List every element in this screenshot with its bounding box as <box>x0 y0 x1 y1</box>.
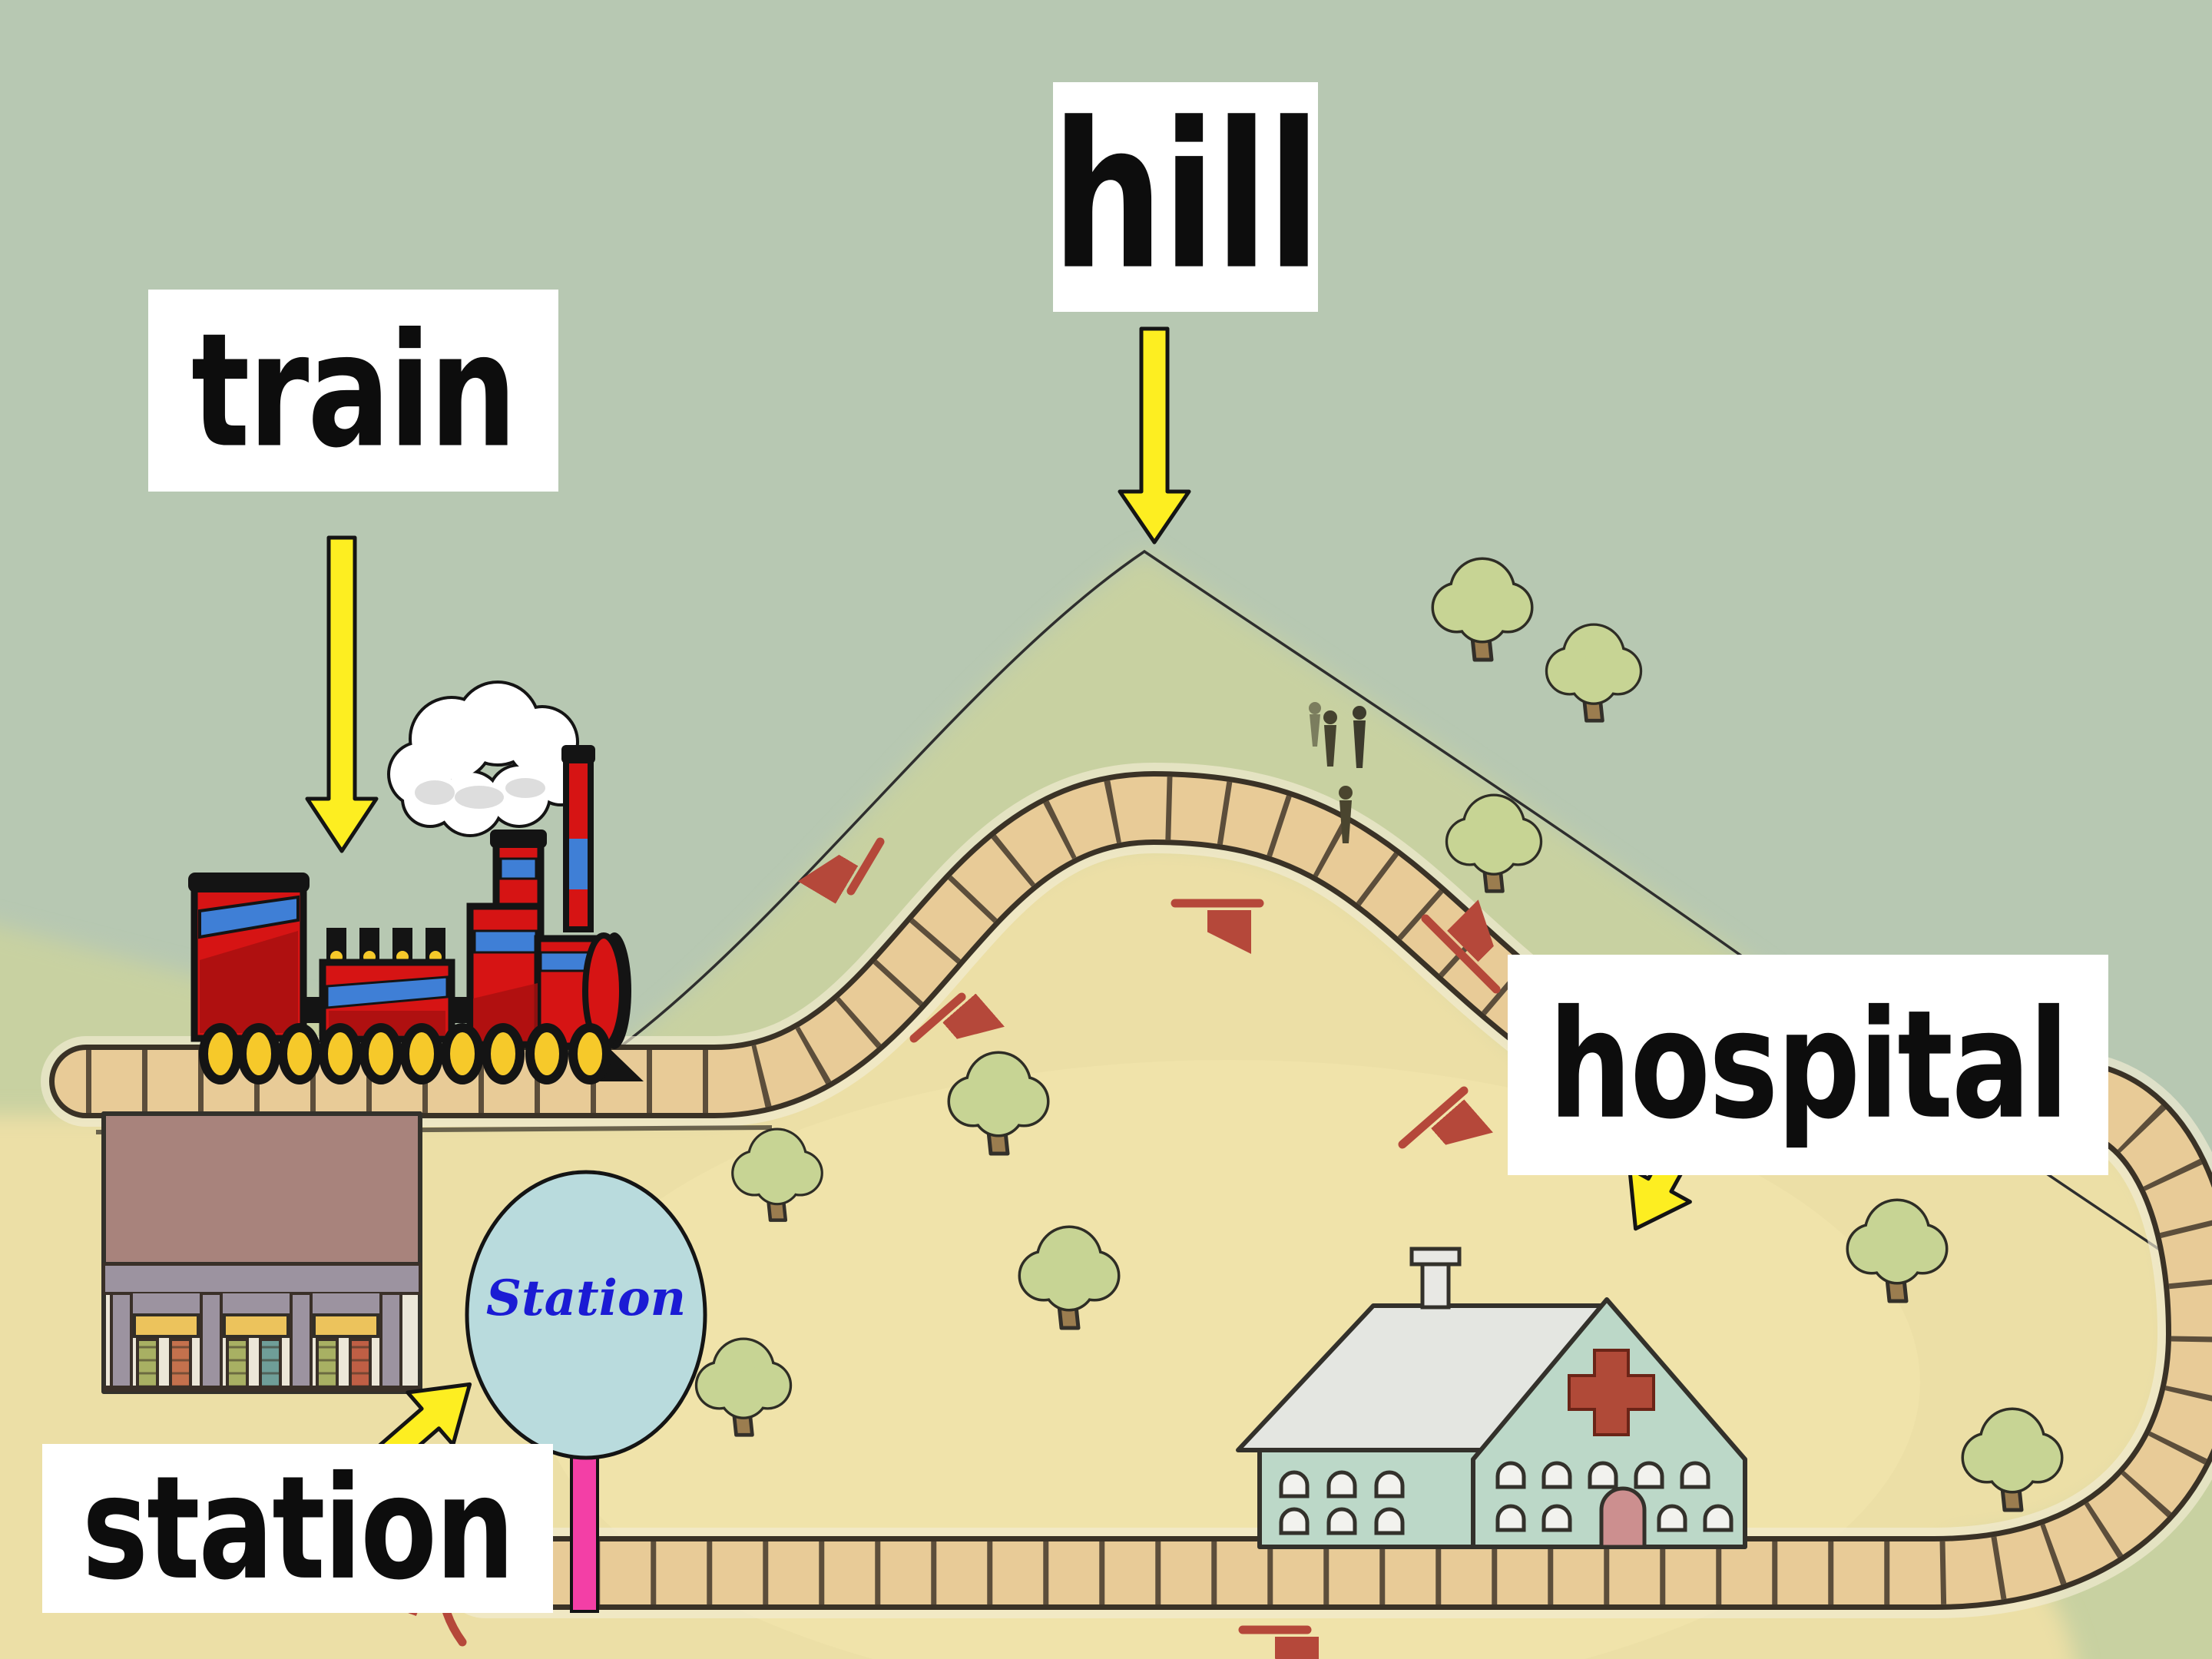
label-hospital: hospital <box>1508 955 2108 1175</box>
train-icon <box>188 745 644 1084</box>
hospital-door <box>1599 1486 1647 1549</box>
direction-arrow-up-right <box>851 837 885 891</box>
label-train: train <box>148 290 558 492</box>
station-sign: Station <box>465 1170 707 1613</box>
station-building <box>101 1111 422 1394</box>
label-hill: hill <box>1051 80 1321 314</box>
red-cross-icon <box>1568 1349 1655 1436</box>
label-hill-text: hill <box>1051 80 1321 314</box>
label-station: station <box>42 1444 553 1613</box>
hospital-windows <box>1279 1461 1734 1535</box>
label-station-text: station <box>81 1445 515 1612</box>
station-sign-text: Station <box>486 1270 686 1327</box>
direction-arrow-down-right <box>1421 919 1496 994</box>
hikers <box>1309 702 1366 843</box>
station-bays <box>131 1293 381 1389</box>
hospital-chimney <box>1409 1247 1462 1310</box>
label-train-text: train <box>190 298 517 483</box>
train-pointer-arrow <box>305 535 379 853</box>
direction-arrow-down-left-2 <box>1398 1086 1464 1144</box>
hill-pointer-arrow <box>1118 326 1191 545</box>
direction-arrow-down-left <box>909 992 962 1038</box>
hospital-building <box>1236 1247 1747 1549</box>
sign-disc <box>465 1170 707 1460</box>
label-hospital-text: hospital <box>1548 978 2068 1152</box>
sign-pole <box>570 1450 599 1613</box>
